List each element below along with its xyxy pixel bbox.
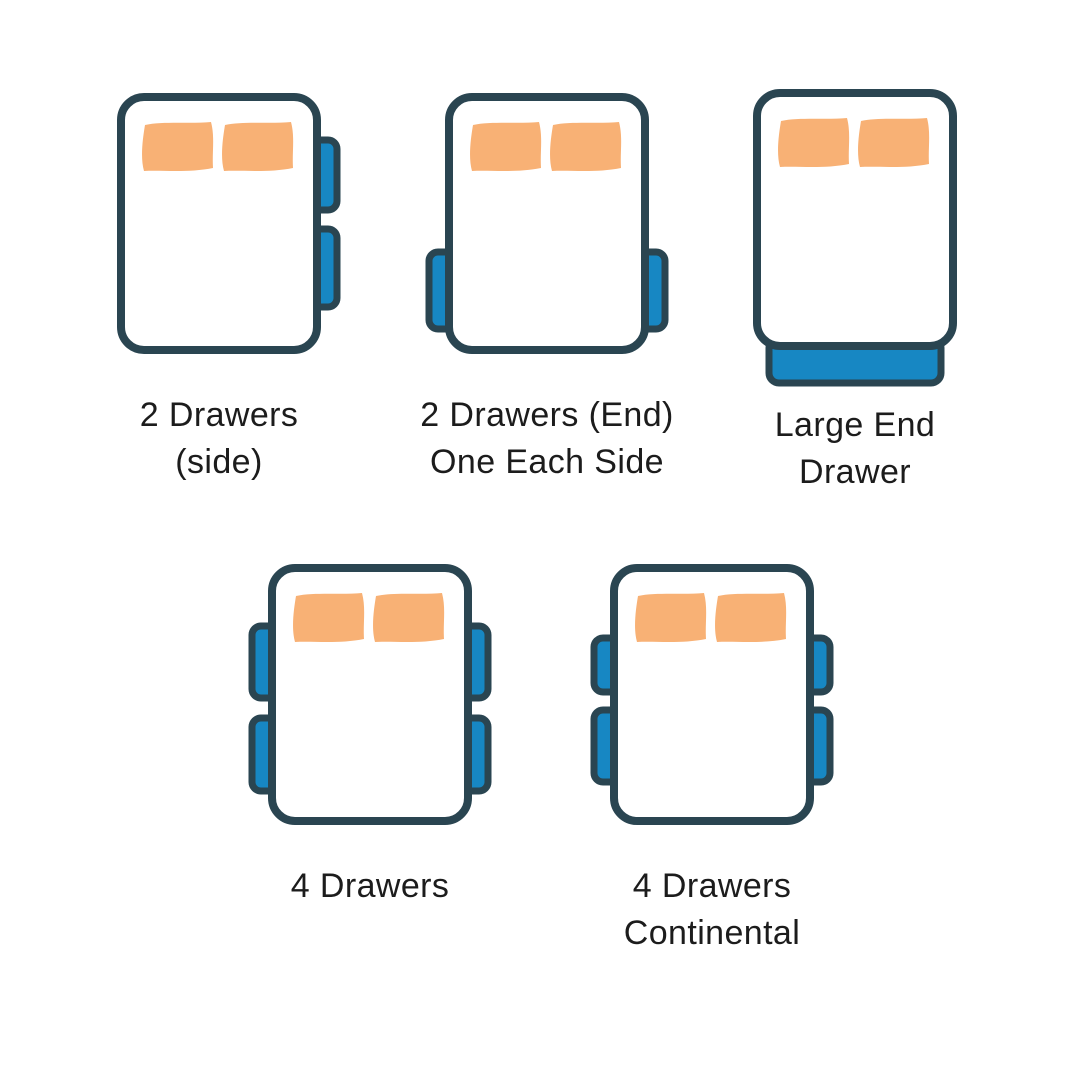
bed-diagram-large-end-drawer: Large End Drawer <box>725 88 985 518</box>
pillow-shape <box>373 593 445 642</box>
pillow-shape <box>293 593 365 642</box>
pillow-shape <box>222 122 294 171</box>
bed-diagram-2-drawers-side: 2 Drawers (side) <box>89 92 349 522</box>
bed-diagram-2-drawers-end-one-each-side: 2 Drawers (End) One Each Side <box>417 92 677 522</box>
bed-top-view-2-drawers-side-icon <box>117 93 341 354</box>
bed-label: 2 Drawers (side) <box>29 392 409 486</box>
bed-top-view-4-drawers-icon <box>248 564 492 825</box>
bed-label: 4 Drawers <box>180 863 560 910</box>
bed-label-line: Continental <box>623 914 801 952</box>
pillow-shape <box>858 118 930 167</box>
pillow-shape <box>142 122 214 171</box>
bed-label-line: Drawer <box>799 453 911 491</box>
pillow-shape <box>715 593 787 642</box>
pillow-shape <box>778 118 850 167</box>
bed-diagram-4-drawers: 4 Drawers <box>240 563 500 993</box>
bed-diagram-4-drawers-continental: 4 Drawers Continental <box>582 563 842 993</box>
bed-label: 4 Drawers Continental <box>522 863 902 957</box>
bed-top-view-2-drawers-end-icon <box>425 93 669 354</box>
bed-top-view-large-end-drawer-icon <box>753 89 957 387</box>
bed-label: 2 Drawers (End) One Each Side <box>357 392 737 486</box>
bed-label-line: One Each Side <box>430 443 664 481</box>
pillow-shape <box>550 122 622 171</box>
bed-label: Large End Drawer <box>665 402 1045 496</box>
bed-label-line: 4 Drawers <box>632 867 792 905</box>
bed-label-line: 4 Drawers <box>290 867 450 905</box>
pillow-shape <box>635 593 707 642</box>
pillow-shape <box>470 122 542 171</box>
bed-label-line: 2 Drawers (End) <box>420 396 674 434</box>
bed-label-line: Large End <box>774 406 936 444</box>
bed-label-line: (side) <box>175 443 263 481</box>
bed-top-view-4-drawers-continental-icon <box>590 564 834 825</box>
bed-label-line: 2 Drawers <box>139 396 299 434</box>
